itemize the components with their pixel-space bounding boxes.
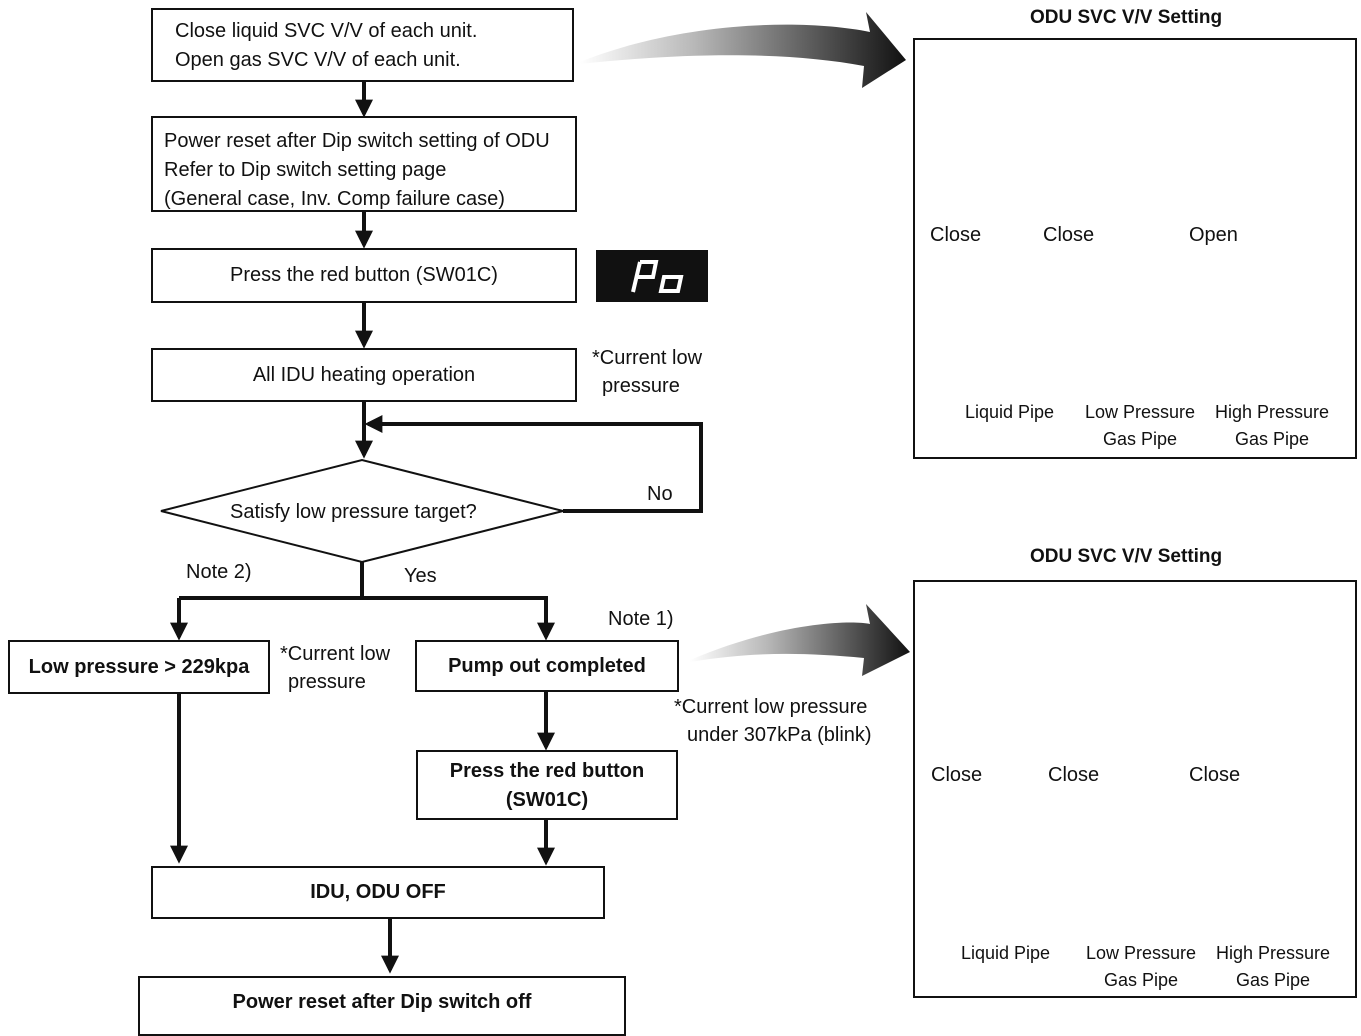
note1-line1: *Current low: [592, 347, 703, 369]
step-press-red-button: Press the red button (SW01C): [151, 248, 577, 303]
final-power-reset-box: Power reset after Dip switch off: [138, 976, 626, 1036]
pump-out-box: Pump out completed: [415, 640, 679, 692]
red-button-line2: (SW01C): [505, 789, 589, 811]
panel-top-caption-3-line2: Gas Pipe: [1235, 429, 1310, 449]
step2-line1: Power reset after Dip switch setting of …: [164, 130, 550, 152]
panel-bottom-caption-2: Low Pressure Gas Pipe: [1086, 940, 1196, 994]
panel-bottom-caption-3-line1: High Pressure: [1216, 943, 1331, 963]
panel-top: [913, 38, 1357, 459]
panel-bottom-label-1: Close: [931, 764, 983, 787]
yes-label: Yes: [404, 565, 437, 587]
panel-top-caption-2-line1: Low Pressure: [1085, 402, 1196, 422]
panel-top-label-2: Close: [1043, 224, 1095, 247]
idu-odu-off-box: IDU, ODU OFF: [151, 866, 605, 919]
panel-top-caption-3: High Pressure Gas Pipe: [1215, 399, 1329, 453]
panel-bottom-caption-3-line2: Gas Pipe: [1236, 970, 1311, 990]
panel-bottom: [913, 580, 1357, 998]
panel-top-caption-3-line1: High Pressure: [1215, 402, 1330, 422]
panel-bottom-title: ODU SVC V/V Setting: [1030, 546, 1223, 567]
press-red-button-box: Press the red button (SW01C): [416, 750, 678, 820]
note1-line2: pressure: [602, 375, 680, 397]
display-glyphs: [631, 260, 684, 293]
no-label: No: [647, 483, 673, 505]
low-pressure-box: Low pressure > 229kpa: [8, 640, 270, 694]
step2-line3: (General case, Inv. Comp failure case): [164, 188, 505, 210]
red-button-line1: Press the red button: [449, 760, 645, 782]
panel-top-label-1: Close: [930, 224, 982, 247]
note-current-low-pressure-2: *Current low pressure: [280, 640, 390, 696]
panel-top-caption-2: Low Pressure Gas Pipe: [1085, 399, 1195, 453]
decision-label: Satisfy low pressure target?: [230, 501, 477, 523]
no-loop-arrow: [364, 415, 703, 513]
panel-bottom-label-3: Close: [1189, 764, 1241, 787]
note2-line1: *Current low: [280, 643, 391, 665]
off-label: IDU, ODU OFF: [310, 881, 446, 903]
panel-top-title: ODU SVC V/V Setting: [1030, 7, 1223, 28]
segment-display: [596, 250, 708, 302]
step2-line2: Refer to Dip switch setting page: [164, 159, 447, 181]
note3-line1: *Current low pressure: [674, 696, 868, 718]
step1-line2: Open gas SVC V/V of each unit.: [175, 49, 461, 71]
low-pressure-label: Low pressure > 229kpa: [28, 655, 250, 678]
decision-diamond: [160, 458, 564, 564]
panel-bottom-label-2: Close: [1048, 764, 1100, 787]
panel-bottom-caption-1: Liquid Pipe: [961, 940, 1050, 967]
pump-out-label: Pump out completed: [448, 654, 646, 677]
step1-line1: Close liquid SVC V/V of each unit.: [175, 20, 478, 42]
panel-top-label-3: Open: [1189, 224, 1238, 247]
note1-label: Note 1): [608, 608, 674, 630]
panel-top-caption-2-line2: Gas Pipe: [1103, 429, 1178, 449]
step4-label: All IDU heating operation: [252, 363, 476, 386]
final-label: Power reset after Dip switch off: [232, 991, 532, 1013]
step-all-idu-heating: All IDU heating operation: [151, 348, 577, 402]
panel-bottom-caption-1-line1: Liquid Pipe: [961, 943, 1051, 963]
panel-bottom-caption-2-line2: Gas Pipe: [1104, 970, 1179, 990]
panel-bottom-caption-3: High Pressure Gas Pipe: [1216, 940, 1330, 994]
curved-arrow-bottom: [690, 604, 910, 676]
step-close-open-valves: Close liquid SVC V/V of each unit. Open …: [151, 8, 574, 82]
panel-bottom-caption-2-line1: Low Pressure: [1086, 943, 1197, 963]
note2-line2: pressure: [288, 671, 366, 693]
note-current-low-pressure-1: *Current low pressure: [592, 344, 702, 400]
note-current-low-pressure-3: *Current low pressure under 307kPa (blin…: [674, 693, 872, 749]
panel-top-caption-1: Liquid Pipe: [965, 399, 1054, 426]
curved-arrow-top: [580, 12, 906, 88]
step-power-reset: Power reset after Dip switch setting of …: [151, 116, 577, 212]
panel-top-caption-1-line1: Liquid Pipe: [965, 402, 1055, 422]
note2-label: Note 2): [186, 561, 252, 583]
note3-line2: under 307kPa (blink): [687, 724, 872, 746]
step3-label: Press the red button (SW01C): [230, 264, 498, 286]
